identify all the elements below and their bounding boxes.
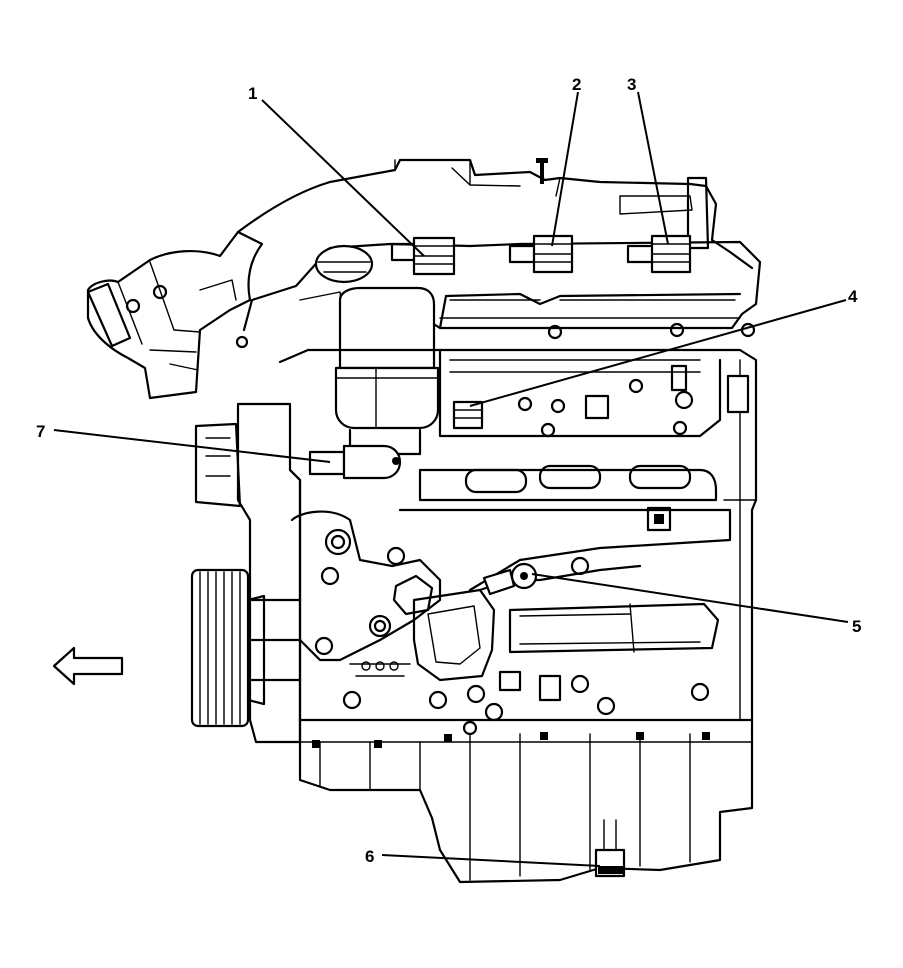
leader-line-2 — [551, 91, 579, 247]
left-arrow-icon — [52, 646, 124, 686]
callout-1: 1 — [248, 84, 257, 103]
sensor-5 — [482, 562, 538, 596]
leader-line-1 — [261, 99, 425, 257]
callout-labels: 1 2 3 4 5 6 7 — [36, 75, 861, 866]
leader-line-4 — [469, 299, 847, 407]
sensor-7 — [308, 444, 402, 480]
callout-2: 2 — [572, 75, 581, 94]
ignition-coil-3 — [626, 234, 692, 274]
callout-7: 7 — [36, 422, 45, 441]
callout-4: 4 — [848, 287, 858, 306]
oil-filter-housing — [334, 286, 440, 456]
sensor-port-4 — [452, 400, 484, 430]
callout-leaders — [53, 91, 849, 867]
oil-filler-cap — [314, 244, 374, 284]
callout-5: 5 — [852, 617, 861, 636]
leader-line-3 — [637, 91, 669, 245]
sensor-6 — [598, 866, 624, 874]
engine-drawing — [86, 158, 762, 884]
leader-line-6 — [381, 854, 601, 867]
crankshaft-pulley-icon — [190, 568, 266, 728]
leader-line-7 — [53, 429, 331, 463]
leader-line-5 — [531, 573, 849, 623]
ignition-coil-2 — [508, 234, 574, 274]
callout-3: 3 — [627, 75, 636, 94]
ignition-coil-1 — [390, 236, 456, 276]
callout-6: 6 — [365, 847, 374, 866]
